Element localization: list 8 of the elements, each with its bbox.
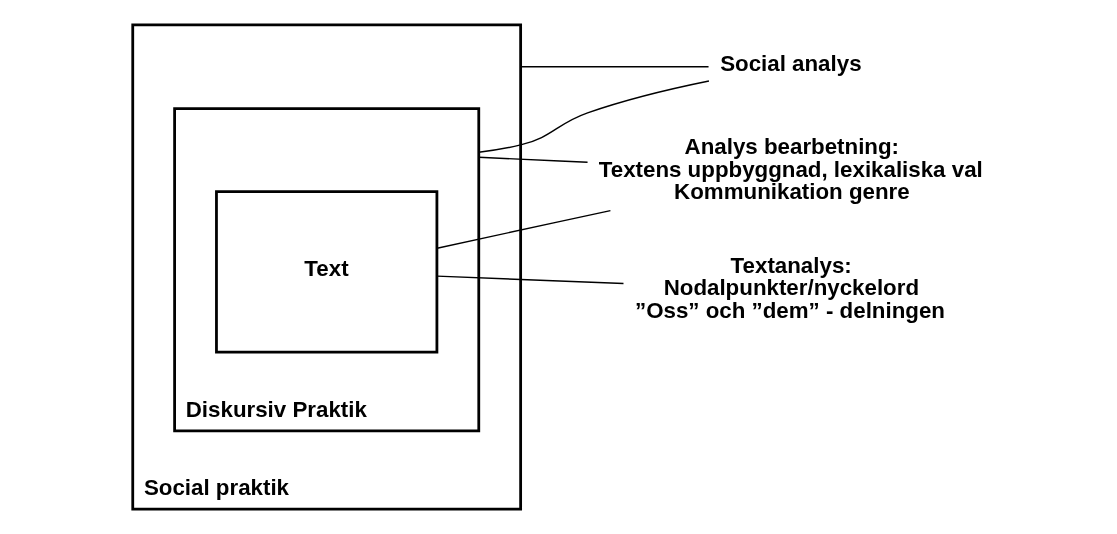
node-text: Textanalys: Nodalpunkter/nyckelord ”Oss” och ”dem” - delningen: [634, 253, 945, 323]
node-text: Social analys: [719, 50, 862, 76]
node-text: Analys bearbetning: Textens uppbyggnad, lexikaliska val Kommunikation genre: [598, 134, 983, 205]
connector: [477, 80, 710, 163]
connector: [435, 209, 611, 249]
node-box: Text: [214, 190, 438, 354]
connector: [435, 275, 624, 285]
connector: [519, 66, 709, 68]
